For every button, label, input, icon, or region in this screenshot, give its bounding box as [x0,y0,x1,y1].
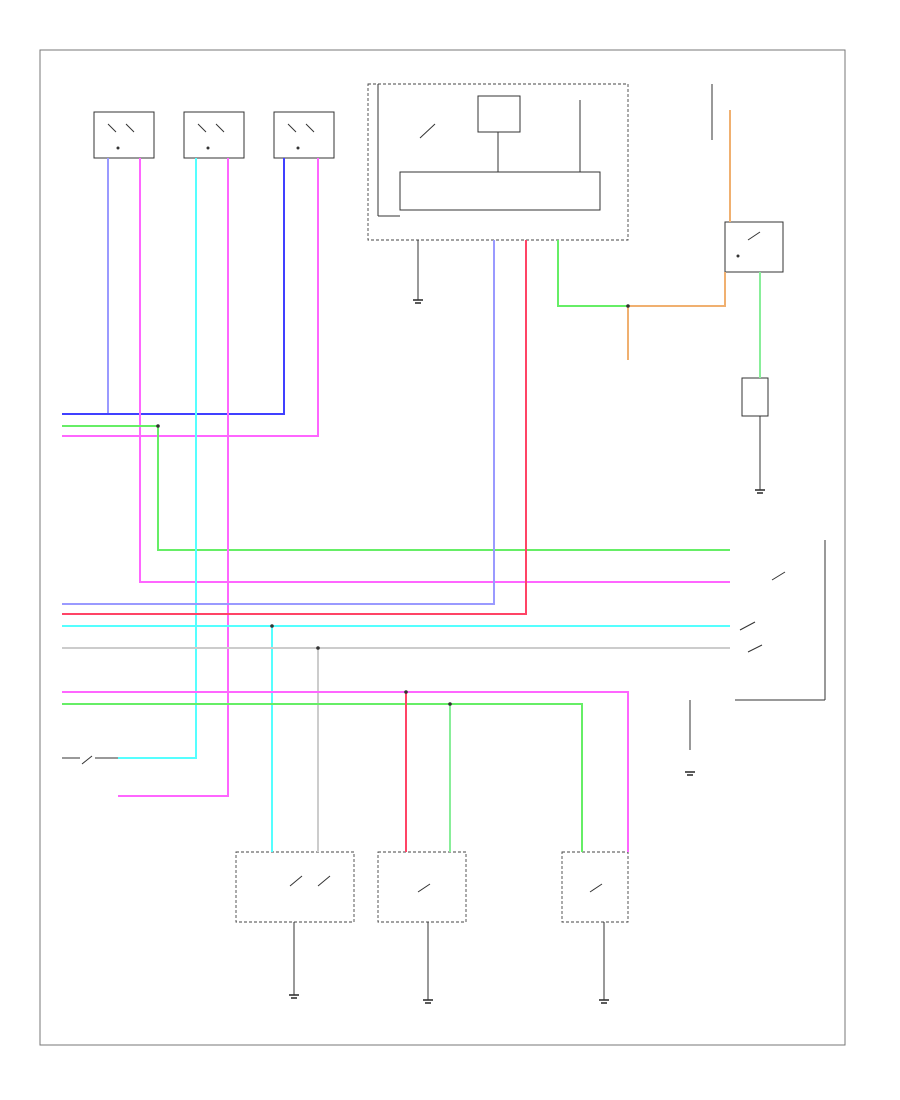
sensor-1 [93,111,155,159]
sensor-2 [183,111,245,159]
wire-blue-sensor3 [62,158,285,415]
component-left [62,755,118,765]
wire-green-bottom [62,703,583,852]
switch-bottom-right [561,851,629,1004]
sensor-3 [273,111,335,159]
wire-red-cu [62,240,527,615]
wire-green-cu [557,240,628,307]
diagram-frame [39,49,846,1046]
switch-bottom-left [235,851,355,999]
wire-pink-sensor3 [62,158,319,437]
wire-pink-bottom [62,691,629,852]
wire-light-blue-cu [62,240,495,605]
wire-orange-gnd [628,272,726,307]
control-unit [367,83,629,304]
wire-green-bus [62,425,730,551]
wire-pink-sensor1 [139,158,730,583]
splices [156,304,630,706]
wire-cyan-sensor2 [118,158,197,759]
wire-pink-sensor2 [118,158,229,797]
switch-assembly-right [685,540,826,776]
relay-right [711,84,784,273]
switch-bottom-center [377,851,467,1004]
wires [62,110,761,852]
module-right [741,377,769,494]
